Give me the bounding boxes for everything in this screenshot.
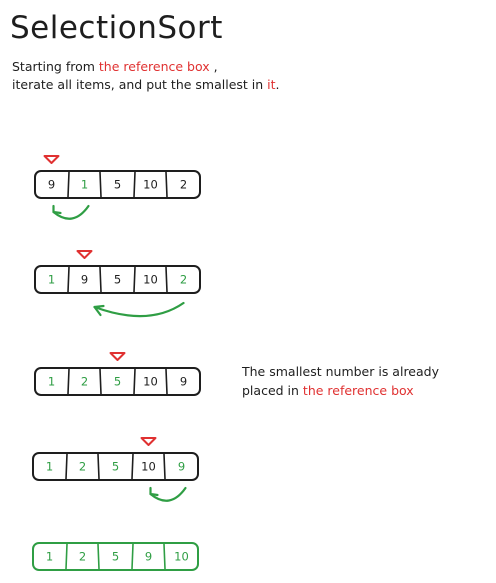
reference-marker-icon (140, 437, 157, 446)
cell-divider (65, 453, 68, 480)
cell-value: 1 (46, 460, 53, 474)
array-frame (34, 367, 201, 396)
cell-divider (133, 266, 136, 293)
cell-divider (67, 266, 70, 293)
cell-value: 2 (81, 375, 88, 389)
description-line-1: Starting from the reference box , (12, 58, 218, 76)
swap-arrow-icon (93, 301, 185, 318)
reference-marker-icon (43, 155, 60, 164)
cell-value: 9 (48, 178, 55, 192)
cell-value: 2 (180, 178, 187, 192)
arrow-head-icon (52, 204, 62, 215)
arrow-head-icon (149, 486, 159, 497)
cell-value: 9 (180, 375, 187, 389)
reference-box-highlight: the reference box (98, 59, 210, 74)
cell-divider (163, 543, 166, 570)
cell-divider (131, 453, 134, 480)
cell-value: 5 (112, 460, 119, 474)
cell-value: 5 (114, 178, 121, 192)
array-frame (32, 452, 199, 481)
swap-arrow-icon (149, 486, 187, 502)
reference-box-highlight: the reference box (302, 383, 414, 398)
cell-divider (99, 171, 102, 198)
cell-value: 10 (141, 460, 156, 474)
array-frame (34, 170, 201, 199)
description-line-2: iterate all items, and put the smallest … (12, 76, 280, 94)
cell-value: 10 (143, 273, 158, 287)
reference-marker-icon (109, 352, 126, 361)
cell-value: 1 (48, 375, 55, 389)
array-frame (34, 265, 201, 294)
cell-value: 5 (112, 550, 119, 564)
note-text: placed in (242, 383, 303, 398)
it-highlight: it (267, 77, 276, 92)
cell-value: 1 (46, 550, 53, 564)
swap-arrow-icon (52, 204, 90, 220)
cell-value: 9 (81, 273, 88, 287)
cell-value: 10 (174, 550, 189, 564)
cell-divider (67, 368, 70, 395)
cell-divider (97, 543, 100, 570)
cell-value: 5 (114, 375, 121, 389)
cell-divider (165, 266, 168, 293)
description-text: . (275, 77, 280, 92)
cell-divider (133, 171, 136, 198)
cell-value: 10 (143, 375, 158, 389)
cell-value: 1 (81, 178, 88, 192)
cell-divider (65, 543, 68, 570)
note-line-2: placed in the reference box (242, 382, 414, 400)
cell-divider (67, 171, 70, 198)
reference-marker-icon (76, 250, 93, 259)
note-line-1: The smallest number is already (242, 364, 439, 379)
cell-value: 5 (114, 273, 121, 287)
diagram-title: SelectionSort (10, 10, 223, 46)
cell-divider (165, 368, 168, 395)
cell-divider (131, 543, 134, 570)
cell-value: 2 (79, 460, 86, 474)
cell-value: 1 (48, 273, 55, 287)
cell-value: 9 (178, 460, 185, 474)
description-text: Starting from (12, 59, 99, 74)
cell-divider (165, 171, 168, 198)
cell-value: 10 (143, 178, 158, 192)
cell-divider (133, 368, 136, 395)
cell-value: 2 (79, 550, 86, 564)
cell-divider (163, 453, 166, 480)
cell-value: 2 (180, 273, 187, 287)
cell-divider (97, 453, 100, 480)
array-frame (32, 542, 199, 571)
description-text: iterate all items, and put the smallest … (12, 77, 268, 92)
description-text: , (209, 59, 218, 74)
cell-value: 9 (145, 550, 152, 564)
cell-divider (99, 266, 102, 293)
arrow-head-icon (93, 304, 105, 317)
cell-divider (99, 368, 102, 395)
